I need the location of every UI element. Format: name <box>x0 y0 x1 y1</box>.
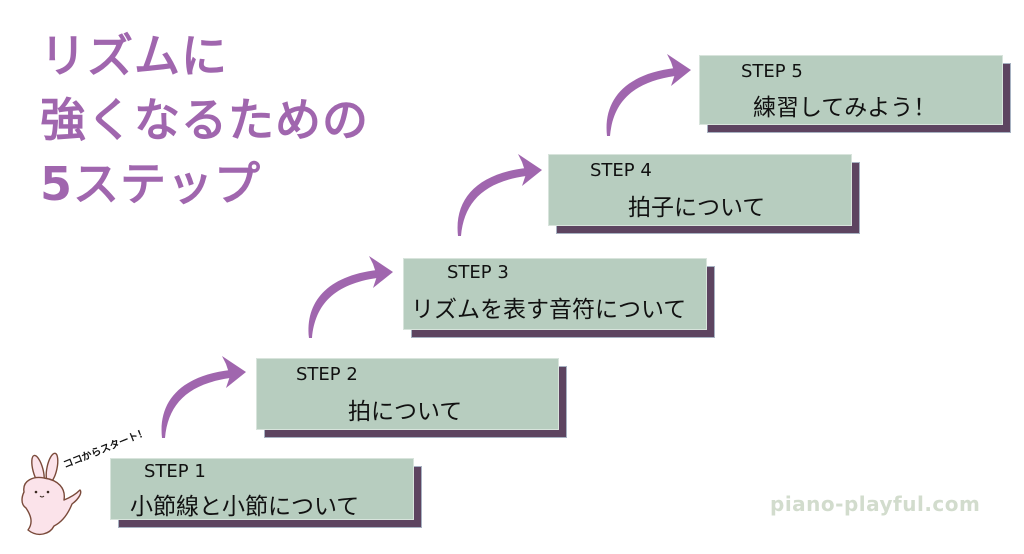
title-line-1: リズムに <box>40 29 228 83</box>
arrow-icon <box>606 54 691 136</box>
step-box <box>256 358 559 430</box>
step-1: STEP 1 小節線と小節について <box>110 458 422 528</box>
step-label: STEP 4 <box>590 160 652 181</box>
rabbit-icon <box>21 452 82 536</box>
step-label: STEP 5 <box>741 61 803 82</box>
site-url: piano-playful.com <box>770 492 981 516</box>
arrow-icon <box>457 154 542 236</box>
step-box <box>699 55 1003 125</box>
step-3: STEP 3 リズムを表す音符について <box>403 258 715 338</box>
step-5: STEP 5 練習してみよう！ <box>699 55 1011 133</box>
step-label: STEP 2 <box>296 364 358 385</box>
step-text: リズムを表す音符について <box>411 297 687 323</box>
step-text: 小節線と小節について <box>130 494 360 520</box>
step-box <box>548 154 852 226</box>
title-line-2: 強くなるための <box>40 93 369 147</box>
step-4: STEP 4 拍子について <box>548 154 860 234</box>
arrow-icon <box>308 256 393 338</box>
arrow-icon <box>161 356 246 438</box>
page-title: リズムに 強くなるための 5ステップ <box>40 24 369 216</box>
step-box <box>110 458 414 520</box>
step-text: 練習してみよう！ <box>753 95 937 121</box>
step-text: 拍について <box>348 399 463 425</box>
step-label: STEP 1 <box>144 461 206 482</box>
step-label: STEP 3 <box>447 262 509 283</box>
title-line-3: 5ステップ <box>40 157 262 211</box>
step-box <box>403 258 707 330</box>
step-text: 拍子について <box>628 195 766 221</box>
step-2: STEP 2 拍について <box>256 358 567 438</box>
